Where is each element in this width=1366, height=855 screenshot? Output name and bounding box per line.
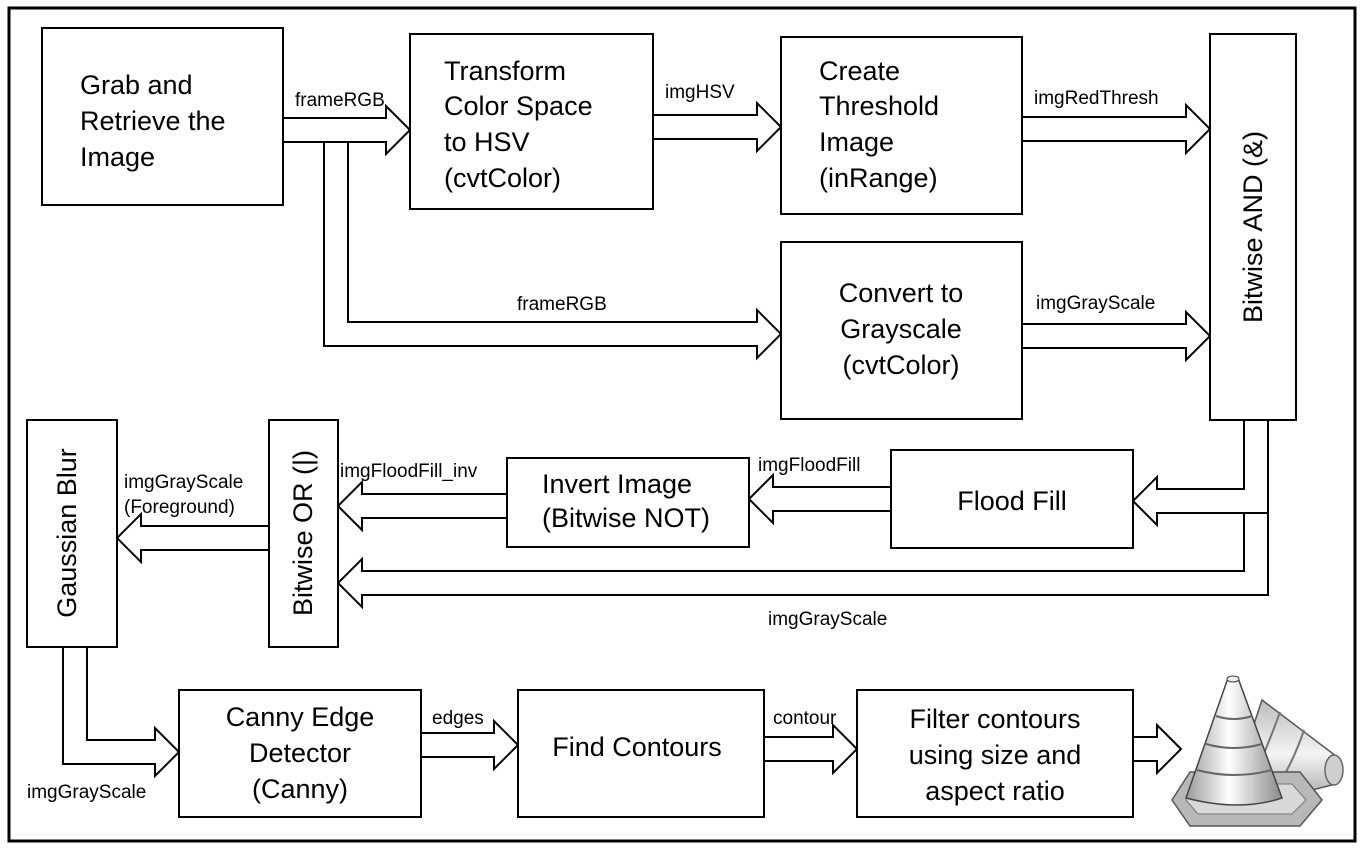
gaussian-blur-label: Gaussian Blur <box>52 448 82 618</box>
threshold-box <box>780 36 1023 215</box>
edge-label-img-red-thresh: imgRedThresh <box>1034 88 1159 109</box>
filter-label-line-1: Filter contours <box>909 704 1080 734</box>
threshold-label-line-2: Threshold <box>819 91 939 121</box>
hsv-label-line-4: (cvtColor) <box>444 163 561 193</box>
flood-fill-label: Flood Fill <box>957 486 1067 516</box>
transform-hsv-box <box>409 33 654 210</box>
edge-label-img-gray-scale-3: imgGrayScale <box>27 782 146 803</box>
edge-label-img-flood-fill: imgFloodFill <box>758 455 860 476</box>
threshold-label-line-1: Create <box>819 56 900 86</box>
hsv-label-line-3: to HSV <box>444 127 530 157</box>
edge-label-frame-rgb-1: frameRGB <box>295 90 385 111</box>
canny-label-line-3: (Canny) <box>252 774 348 804</box>
grab-label-line-1: Grab and <box>80 70 193 100</box>
edge-label-img-hsv: imgHSV <box>665 82 735 103</box>
filter-label-line-2: using size and <box>909 740 1082 770</box>
arrow-frame-rgb-to-hsv <box>282 103 412 157</box>
arrow-frame-rgb-to-gray <box>323 141 783 361</box>
bitwise-and-box <box>1209 33 1297 421</box>
traffic-cones-image <box>1171 675 1344 827</box>
grab-label-line-2: Retrieve the <box>80 106 226 136</box>
gray-label-line-1: Convert to <box>839 278 964 308</box>
arrow-img-flood-fill-inv <box>336 479 508 533</box>
edge-label-img-gray-scale-1: imgGrayScale <box>1036 293 1155 314</box>
gray-label-line-3: (cvtColor) <box>842 350 959 380</box>
flood-fill-box <box>890 449 1134 549</box>
arrow-output <box>1132 722 1183 776</box>
outer-frame <box>7 6 1357 843</box>
gray-label-line-2: Grayscale <box>840 314 962 344</box>
edge-label-img-flood-fill-inv: imgFloodFill_inv <box>340 461 478 482</box>
threshold-label-line-4: (inRange) <box>819 163 938 193</box>
arrow-img-hsv <box>652 100 783 154</box>
arrow-and-to-flood-fill <box>1131 419 1269 528</box>
threshold-label-line-3: Image <box>819 127 894 157</box>
edge-label-contour: contour <box>773 708 837 729</box>
grab-label-line-3: Image <box>80 142 155 172</box>
edge-label-frame-rgb-2: frameRGB <box>517 294 607 315</box>
filter-label-line-3: aspect ratio <box>925 776 1065 806</box>
invert-label-line-2: (Bitwise NOT) <box>542 503 710 533</box>
canny-label-line-1: Canny Edge <box>226 702 375 732</box>
find-contours-box <box>517 689 765 818</box>
edge-label-edges: edges <box>432 708 484 729</box>
arrow-img-gray-scale-foreground <box>115 511 270 565</box>
edge-label-img-gray-scale-fg-2: (Foreground) <box>124 497 235 518</box>
arrow-contour <box>763 722 859 776</box>
hsv-label-line-2: Color Space <box>444 91 593 121</box>
arrow-img-red-thresh <box>1021 102 1212 156</box>
arrow-gauss-to-canny <box>62 646 181 779</box>
convert-grayscale-box <box>780 241 1023 420</box>
arrow-img-gray-scale-to-or <box>336 512 1269 610</box>
gaussian-blur-box <box>26 419 118 648</box>
invert-label-line-1: Invert Image <box>542 469 692 499</box>
filter-contours-box <box>856 689 1134 818</box>
grab-retrieve-box <box>41 27 284 206</box>
bitwise-or-label: Bitwise OR (|) <box>288 450 318 616</box>
arrow-img-gray-scale-to-and <box>1021 309 1212 363</box>
arrow-edges <box>420 718 520 772</box>
bitwise-or-box <box>268 419 339 648</box>
arrow-img-flood-fill <box>747 472 892 526</box>
canny-box <box>178 689 422 818</box>
find-contours-label: Find Contours <box>552 732 722 762</box>
edge-label-img-gray-scale-2: imgGrayScale <box>768 609 887 630</box>
edge-label-img-gray-scale-fg-1: imgGrayScale <box>124 472 243 493</box>
hsv-label-line-1: Transform <box>444 56 566 86</box>
traffic-cone-front-icon <box>1185 675 1283 806</box>
canny-label-line-2: Detector <box>249 738 351 768</box>
bitwise-and-label: Bitwise AND (&) <box>1238 131 1268 323</box>
invert-image-box <box>506 457 750 548</box>
